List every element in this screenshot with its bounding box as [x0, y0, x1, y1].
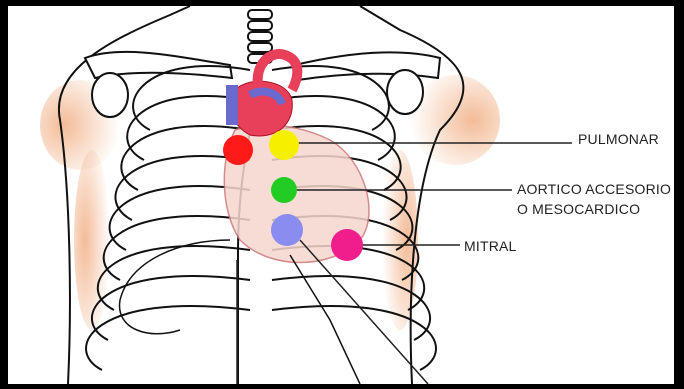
frame-left [0, 0, 8, 384]
label-mitral: MITRAL [464, 237, 517, 255]
label-aortico-line2: O MESOCARDICO [517, 200, 640, 218]
frame-right [674, 0, 684, 384]
label-pulmonar: PULMONAR [578, 130, 659, 148]
aortic-focus-point [223, 135, 253, 165]
pulmonary-focus-point [269, 130, 299, 160]
accessory-aortic-focus-point [271, 177, 297, 203]
label-aortico-line1: AORTICO ACCESORIO [517, 180, 671, 198]
tricuspid-focus-point [271, 214, 303, 246]
mitral-focus-point [331, 229, 363, 261]
frame-top [0, 0, 684, 6]
